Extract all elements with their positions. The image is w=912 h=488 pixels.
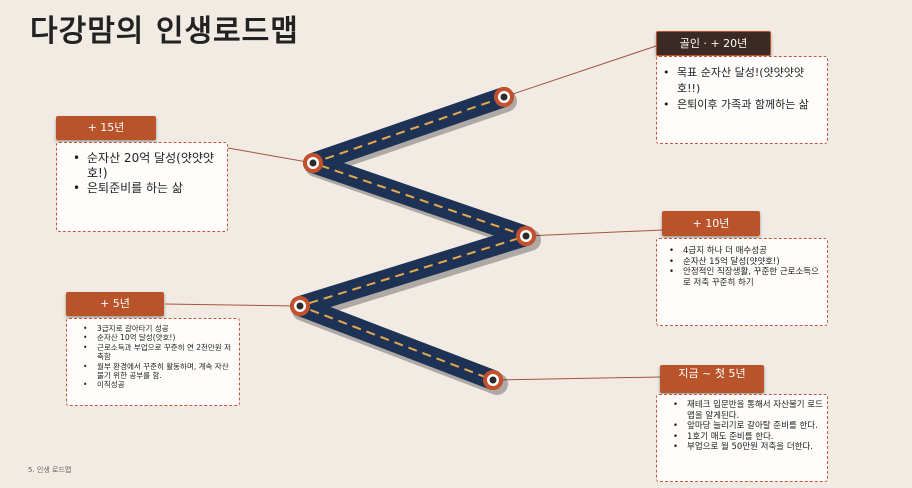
milestone-now-label: 지금 ~ 첫 5년 bbox=[660, 365, 764, 393]
milestone-5y-box: 3급지로 갈아타기 성공 순자산 10억 달성(얏호!) 근로소득과 부업으로 … bbox=[66, 318, 240, 406]
connector-now bbox=[492, 376, 661, 381]
milestone-final-item: 은퇴이후 가족과 함께하는 삶 bbox=[663, 97, 821, 113]
milestone-10y-item: 순자산 15억 달성(얏얏호!) bbox=[669, 257, 821, 268]
milestone-now-item: 부업으로 월 50만원 저축을 더한다. bbox=[673, 442, 823, 453]
milestone-5y-item: 월부 환경에서 꾸준히 활동하며, 계속 자산불기 위한 공부를 함. bbox=[83, 362, 235, 381]
slide-footer: 5. 인생 로드맵 bbox=[28, 466, 72, 474]
milestone-10y-label: + 10년 bbox=[662, 211, 760, 236]
milestone-5y-item: 3급지로 갈아타기 성공 bbox=[83, 324, 235, 334]
milestone-markers bbox=[290, 87, 536, 390]
connector-15y bbox=[227, 147, 314, 164]
connector-final bbox=[503, 45, 657, 98]
milestone-10y-box: 4급지 하나 더 매수성공 순자산 15억 달성(얏얏호!) 안정적인 직장생활… bbox=[656, 238, 828, 326]
milestone-5y-item: 근로소득과 부업으로 꾸준히 연 2천만원 저축함 bbox=[83, 343, 235, 362]
page-title: 다강맘의 인생로드맵 bbox=[30, 14, 299, 49]
milestone-5y-label: + 5년 bbox=[66, 292, 164, 316]
marker-10y bbox=[516, 226, 536, 246]
milestone-now-item: 1호기 매도 준비를 한다. bbox=[673, 432, 823, 443]
connector-5y bbox=[164, 303, 301, 307]
milestone-now-box: 재테크 입문반을 통해서 자산불기 로드맵을 알게된다. 앞마당 늘리기로 갈아… bbox=[656, 394, 828, 482]
marker-15y bbox=[303, 153, 323, 173]
milestone-final-box: 목표 순자산 달성!(얏얏얏얏호!!) 은퇴이후 가족과 함께하는 삶 bbox=[656, 56, 828, 144]
marker-final bbox=[494, 87, 514, 107]
milestone-now-item: 재테크 입문반을 통해서 자산불기 로드맵을 알게된다. bbox=[673, 400, 823, 421]
milestone-final-label: 골인 · + 20년 bbox=[656, 31, 771, 56]
milestone-15y-label: + 15년 bbox=[56, 116, 156, 140]
milestone-15y-item: 순자산 20억 달성(얏얏얏호!) bbox=[73, 151, 219, 181]
milestone-10y-item: 안정적인 직장생활, 꾸준한 근로소득으로 저축 꾸준히 하기 bbox=[669, 267, 821, 288]
milestone-5y-item: 이직성공 bbox=[83, 380, 235, 390]
milestone-now-item: 앞마당 늘리기로 갈아탈 준비를 한다. bbox=[673, 421, 823, 432]
milestone-5y-item: 순자산 10억 달성(얏호!) bbox=[83, 333, 235, 343]
marker-now bbox=[483, 370, 503, 390]
milestone-15y-box: 순자산 20억 달성(얏얏얏호!) 은퇴준비를 하는 삶 bbox=[56, 142, 228, 232]
milestone-10y-item: 4급지 하나 더 매수성공 bbox=[669, 246, 821, 257]
milestone-15y-item: 은퇴준비를 하는 삶 bbox=[73, 181, 219, 196]
connector-10y bbox=[525, 229, 664, 237]
milestone-final-item: 목표 순자산 달성!(얏얏얏얏호!!) bbox=[663, 65, 821, 97]
marker-5y bbox=[290, 296, 310, 316]
